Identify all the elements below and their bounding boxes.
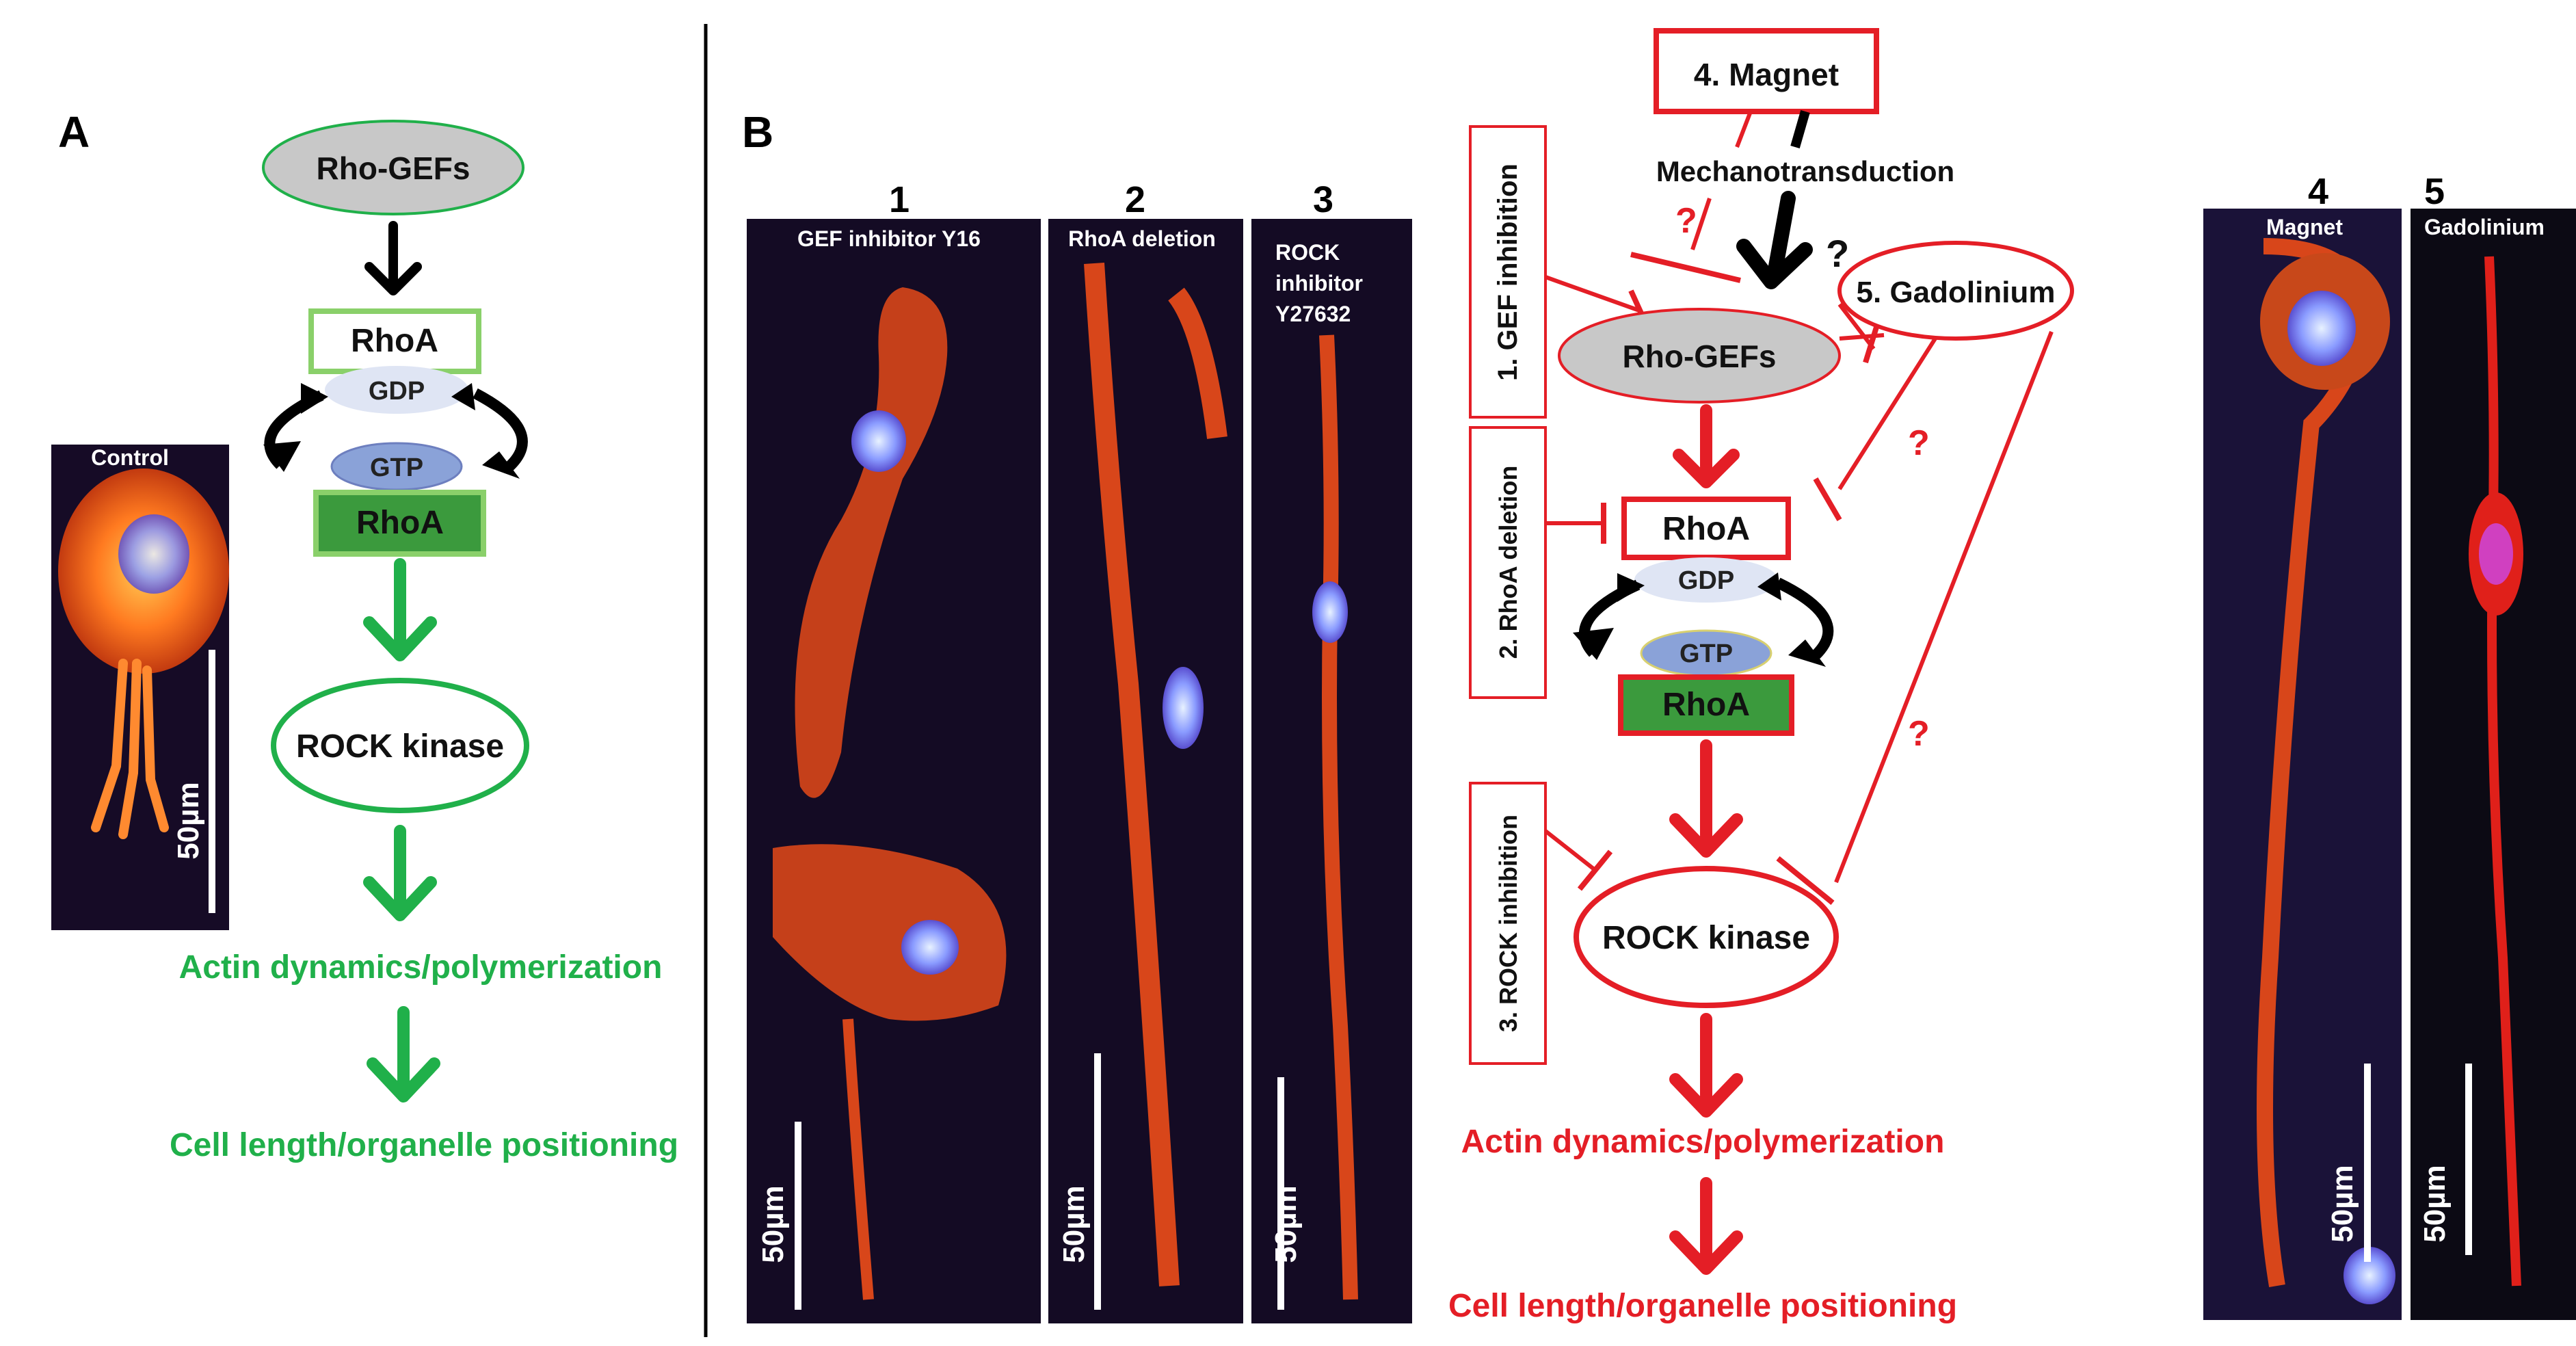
rhoa-active-box-b xyxy=(1618,674,1794,736)
rho-gefs-label-b: Rho-GEFs xyxy=(1623,339,1777,374)
micrograph-5-scale: 50µm xyxy=(2418,1165,2452,1242)
gef-inhibition-box xyxy=(1469,125,1547,419)
cell-length-label: Cell length/organelle positioning xyxy=(170,1127,678,1163)
micrograph-4-caption: Magnet xyxy=(2266,215,2343,239)
micrograph-3: 3 ROCK inhibitor Y27632 50µm xyxy=(1251,179,1412,1323)
gef-inhibition-label: 1. GEF inhibition xyxy=(1493,163,1523,381)
rhoa-active-label-b: RhoA xyxy=(1662,687,1750,723)
rock-kinase-node-b xyxy=(1574,866,1839,1008)
micrograph-5-caption: Gadolinium xyxy=(2424,215,2545,239)
arrow-actin-to-cell-length xyxy=(367,1006,440,1103)
actin-label: Actin dynamics/polymerization xyxy=(179,949,663,986)
gdp-node xyxy=(325,366,468,414)
arrow-gefs-to-rhoa-b xyxy=(1673,404,1740,488)
micrograph-1-scale: 50µm xyxy=(756,1185,790,1263)
gadolinium-label: 5. Gadolinium xyxy=(1857,276,2056,309)
micrograph-3-number: 3 xyxy=(1313,179,1333,220)
cycle-arrow-right xyxy=(473,388,528,471)
gadolinium-node xyxy=(1837,241,2074,341)
micrograph-1-caption: GEF inhibitor Y16 xyxy=(797,226,981,251)
magnet-label: 4. Magnet xyxy=(1694,57,1839,92)
question-mark-1: ? xyxy=(1675,201,1697,241)
scale-bar xyxy=(1277,1077,1284,1310)
rhoa-deletion-label: 2. RhoA deletion xyxy=(1494,466,1522,659)
arrow-rhoa-to-rock xyxy=(363,558,437,661)
question-mark-4: ? xyxy=(1908,714,1930,754)
rock-kinase-label-b: ROCK kinase xyxy=(1602,920,1810,956)
arrow-rock-to-actin-b xyxy=(1669,1013,1743,1118)
mechanotransduction-label: Mechanotransduction xyxy=(1656,155,1954,187)
rock-kinase-label: ROCK kinase xyxy=(296,728,504,765)
rhoa-inactive-label: RhoA xyxy=(351,323,438,359)
rhoa-deletion-box xyxy=(1469,426,1547,699)
cell-length-label-b: Cell length/organelle positioning xyxy=(1448,1288,1957,1324)
micrograph-1: 1 GEF inhibitor Y16 50µm xyxy=(747,179,1041,1323)
micrograph-4-scale: 50µm xyxy=(2326,1165,2359,1242)
rhoa-inactive-box-b xyxy=(1621,497,1791,560)
mechanotransduction-arrow xyxy=(1736,191,1813,289)
gdp-node-b xyxy=(1634,557,1778,603)
arrow-gefs-to-rhoa xyxy=(364,221,422,295)
rhoa-inactive-label-b: RhoA xyxy=(1662,511,1750,547)
scale-label: 50µm xyxy=(172,782,205,859)
micrograph-3-caption-line1: ROCK xyxy=(1275,240,1340,265)
rhoa-inactive-box xyxy=(308,308,481,374)
control-micrograph: Control 50µm xyxy=(51,445,229,930)
micrograph-2-caption: RhoA deletion xyxy=(1068,226,1216,251)
question-mark-2: ? xyxy=(1826,232,1849,275)
micrograph-4-number: 4 xyxy=(2308,171,2328,212)
rho-gefs-label: Rho-GEFs xyxy=(317,150,470,186)
micrograph-1-number: 1 xyxy=(889,179,909,220)
scale-bar xyxy=(795,1122,801,1310)
micrograph-4: 4 Magnet 50µm xyxy=(2203,171,2402,1320)
gdp-label: GDP xyxy=(369,377,425,406)
panel-a-letter: A xyxy=(58,107,90,157)
magnet-box xyxy=(1654,28,1879,114)
micrograph-5: 5 Gadolinium 50µm xyxy=(2411,171,2576,1320)
gtp-label-b: GTP xyxy=(1679,639,1733,668)
panel-b: B 1 GEF inhibitor Y16 50µm 2 RhoA deleti… xyxy=(742,28,2576,1324)
control-label: Control xyxy=(91,445,169,470)
rock-inhibition-box xyxy=(1469,782,1547,1065)
actin-label-b: Actin dynamics/polymerization xyxy=(1461,1124,1945,1160)
rock-kinase-node xyxy=(271,678,529,813)
arrow-actin-to-cell-length-b xyxy=(1669,1177,1743,1275)
scale-bar xyxy=(2364,1064,2371,1262)
rho-gefs-node-b xyxy=(1558,308,1841,404)
cycle-arrow-right-b xyxy=(1775,577,1834,659)
micrograph-3-caption-line2: inhibitor xyxy=(1275,271,1363,295)
rho-gefs-node xyxy=(262,120,525,215)
scale-bar xyxy=(1094,1053,1101,1310)
gtp-label: GTP xyxy=(370,453,423,482)
micrograph-2-scale: 50µm xyxy=(1057,1185,1091,1263)
rock-inhibition-label: 3. ROCK inhibition xyxy=(1494,815,1522,1032)
gdp-label-b: GDP xyxy=(1678,566,1734,595)
scale-bar xyxy=(2465,1064,2472,1255)
arrow-rhoa-to-rock-b xyxy=(1669,739,1743,858)
scale-bar xyxy=(209,650,215,913)
micrograph-2: 2 RhoA deletion 50µm xyxy=(1048,179,1243,1323)
rhoa-active-label: RhoA xyxy=(356,505,444,541)
panel-a: A Control 50µm Rho-GEFs RhoA GDP GTP Rho… xyxy=(51,107,678,1163)
micrograph-3-scale: 50µm xyxy=(1269,1185,1303,1263)
micrograph-5-number: 5 xyxy=(2424,171,2445,212)
rhoa-active-box xyxy=(313,490,486,557)
micrograph-3-caption-line3: Y27632 xyxy=(1275,302,1351,326)
panel-b-letter: B xyxy=(742,107,773,157)
micrograph-2-number: 2 xyxy=(1125,179,1145,220)
arrow-rock-to-actin xyxy=(363,825,437,921)
question-mark-3: ? xyxy=(1908,423,1930,463)
